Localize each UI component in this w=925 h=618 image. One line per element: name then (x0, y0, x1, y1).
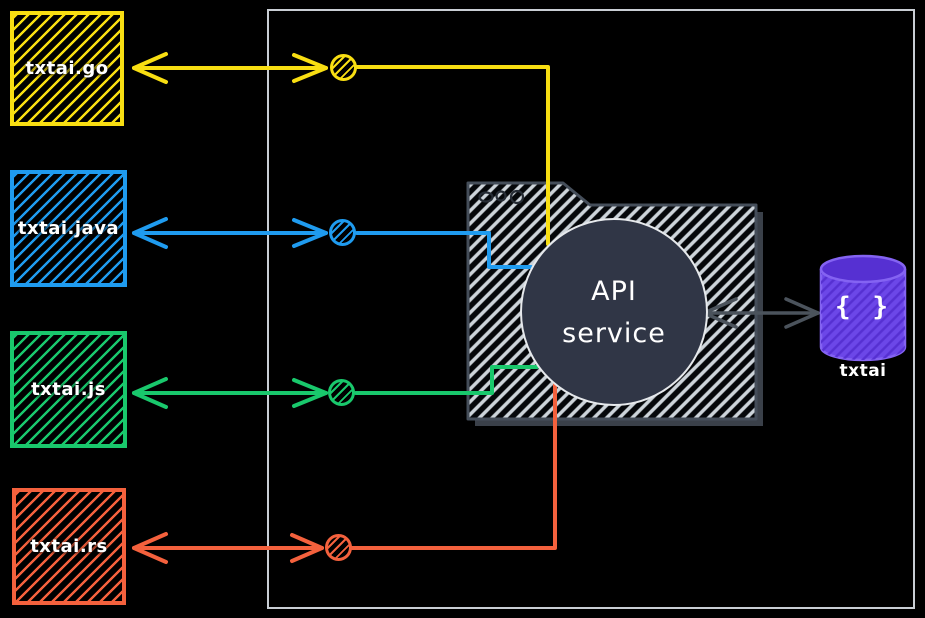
connector-java (132, 217, 533, 269)
folder-outline (466, 181, 758, 421)
service-boundary-frame (267, 9, 915, 609)
client-label-java: txtai.java (17, 218, 120, 239)
arrowhead-right-database (784, 297, 823, 329)
api-service-circle (520, 218, 708, 406)
client-box-js: txtai.js (10, 331, 127, 448)
arrowhead-left-go (132, 52, 168, 84)
connection-dot-icon-rs (325, 534, 352, 561)
folder-decoration-icons (478, 189, 525, 205)
cylinder-top (819, 254, 907, 284)
sketch-circle-icon (509, 189, 525, 205)
elbow-go (354, 65, 550, 246)
database-cylinder (819, 254, 907, 362)
arrowhead-left-rs (132, 532, 168, 564)
arrowhead-right-java (292, 218, 328, 248)
connection-dot-icon-java (329, 219, 356, 246)
braces-icon: { } (835, 292, 891, 322)
client-label-rs: txtai.rs (30, 536, 108, 557)
arrowhead-left-java (132, 217, 168, 249)
connection-dot-icon-go (330, 54, 357, 81)
arrowhead-right-go (292, 53, 328, 83)
cylinder-hatch (821, 269, 905, 360)
arrowhead-right-js (292, 378, 328, 408)
client-box-rs: txtai.rs (12, 488, 126, 605)
connector-rs (132, 380, 557, 564)
connection-dot-icon-js (328, 379, 355, 406)
client-label-js: txtai.js (31, 379, 106, 400)
connector-js (132, 365, 539, 409)
arrowhead-right-rs (290, 533, 324, 563)
sketch-circle-icon (495, 190, 507, 202)
elbow-js (354, 365, 539, 395)
client-label-go: txtai.go (25, 58, 109, 79)
arrowhead-left-js (132, 377, 168, 409)
elbow-java (355, 231, 533, 269)
client-box-java: txtai.java (10, 170, 127, 287)
api-service-label: API service (562, 276, 666, 349)
sketch-blob-icon (478, 191, 494, 203)
elbow-rs (350, 380, 557, 550)
database-label: txtai (839, 361, 887, 381)
connector-go (132, 52, 550, 246)
client-box-go: txtai.go (10, 11, 124, 126)
